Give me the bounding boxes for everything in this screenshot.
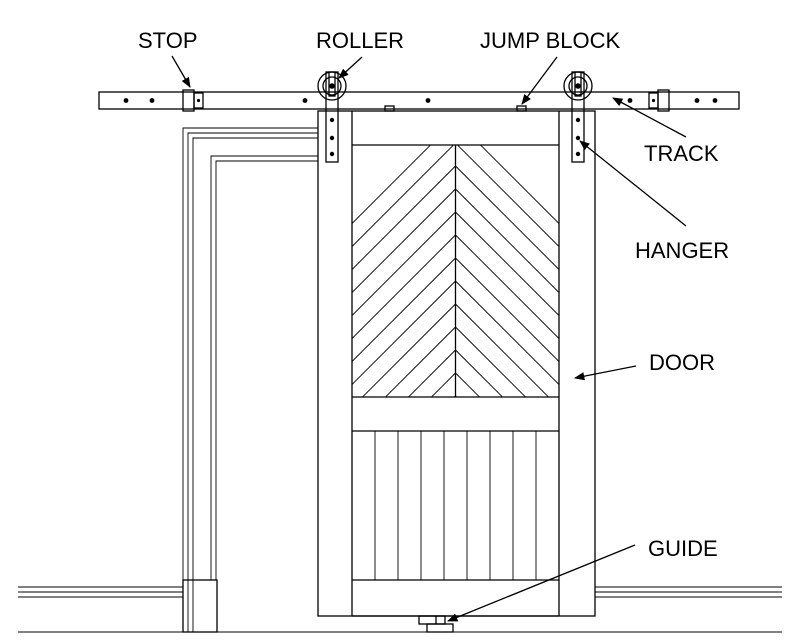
pattern-line (352, 165, 456, 270)
door (317, 110, 596, 617)
door-frame (182, 127, 318, 633)
stop-left (182, 89, 204, 112)
pattern-line (455, 326, 527, 397)
floor-right (595, 586, 782, 598)
pattern-line (455, 211, 559, 316)
pattern-line (455, 280, 559, 385)
pattern-line (456, 419, 560, 523)
guide-pointer (447, 544, 636, 622)
label-hanger: HANGER (635, 238, 729, 263)
track-bolt (302, 98, 308, 103)
pattern-line (407, 349, 456, 397)
floor-left (18, 586, 183, 598)
floor-guide (418, 615, 454, 633)
pattern-line (384, 326, 456, 397)
pattern-line (456, 145, 559, 247)
track-bolt (712, 98, 718, 103)
pattern-line (455, 372, 481, 397)
track-bolt (694, 98, 700, 103)
label-roller: ROLLER (316, 28, 404, 53)
pattern-line (455, 349, 504, 397)
pattern-line (352, 280, 456, 385)
label-guide: GUIDE (648, 536, 718, 561)
pattern-line (361, 303, 456, 397)
label-door: DOOR (649, 350, 715, 375)
track-bolt (123, 98, 129, 103)
pattern-line (352, 234, 456, 339)
stop-pointer (171, 55, 191, 88)
pattern-line (352, 145, 455, 247)
plank-panel (374, 431, 537, 580)
roller-hanger-right (563, 71, 593, 163)
track-pointer (612, 97, 687, 138)
roller-pointer (338, 56, 363, 79)
track-bolt (627, 98, 633, 103)
chevron-panel (352, 145, 560, 523)
jump-block (384, 105, 395, 112)
pattern-line (455, 303, 550, 397)
pattern-line (455, 165, 559, 270)
pattern-line (352, 211, 456, 316)
pattern-line (455, 257, 559, 362)
door-pointer (573, 365, 637, 381)
pattern-line (352, 188, 456, 293)
pattern-line (352, 419, 456, 523)
pattern-line (479, 145, 559, 224)
roller-hanger-left (317, 71, 347, 163)
pattern-line (352, 145, 432, 224)
pattern-line (455, 188, 559, 293)
track-bolt (149, 98, 155, 103)
label-track: TRACK (644, 141, 719, 166)
pattern-line (455, 234, 559, 339)
jump-block-pointer (521, 56, 558, 105)
jump-block (516, 105, 527, 112)
pattern-line (453, 395, 456, 397)
track-bolt (425, 98, 431, 103)
pattern-line (352, 257, 456, 362)
label-jump-block: JUMP BLOCK (480, 28, 621, 53)
label-stop: STOP (138, 28, 198, 53)
hanger-pointer (579, 140, 687, 227)
stop-right (648, 89, 670, 112)
pattern-line (430, 372, 456, 397)
pattern-line (455, 395, 458, 397)
track (98, 91, 740, 110)
